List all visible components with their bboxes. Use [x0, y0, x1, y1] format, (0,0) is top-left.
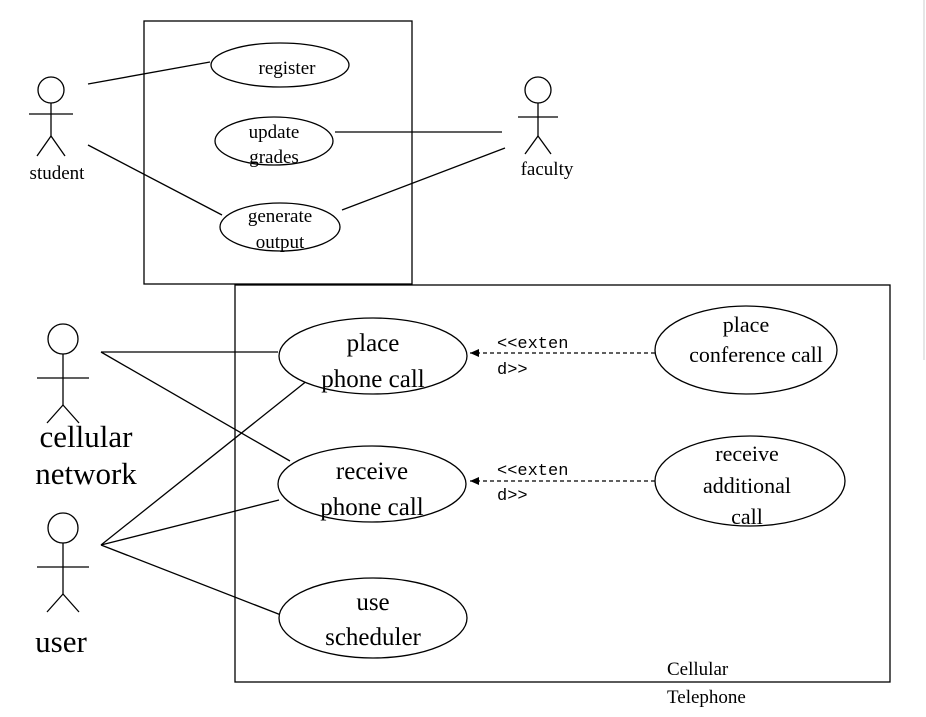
- receive-phone-call-line1: receive: [336, 458, 408, 485]
- register-label: register: [259, 58, 317, 79]
- assoc-user-scheduler: [100, 544, 282, 616]
- place-phone-call-line2: phone call: [321, 366, 424, 393]
- extend-conference-line2: d>>: [497, 361, 528, 380]
- extend-additional-line1: <<exten: [497, 462, 568, 481]
- use-case-use-scheduler: use scheduler: [278, 577, 468, 659]
- receive-additional-call-line2: additional: [703, 473, 791, 498]
- generate-output-line1: generate: [248, 206, 312, 227]
- update-grades-line2: grades: [249, 147, 299, 168]
- student-label: student: [30, 163, 86, 184]
- use-scheduler-line1: use: [356, 589, 389, 616]
- use-case-register: register: [210, 42, 350, 88]
- place-phone-call-line1: place: [347, 330, 400, 357]
- use-case-generate-output: generate output: [219, 202, 341, 253]
- cellular-telephone-boundary: [234, 284, 891, 683]
- boundary-label-line1: Cellular: [667, 659, 729, 680]
- generate-output-line2: output: [256, 232, 305, 253]
- cellular-network-label-line2: network: [35, 456, 137, 491]
- update-grades-line1: update: [249, 122, 300, 143]
- use-case-place-conference-call: place conference call: [654, 305, 838, 395]
- assoc-student-register: [87, 61, 211, 85]
- cellular-network-actor: [37, 323, 89, 424]
- cellular-network-label-line1: cellular: [40, 419, 134, 454]
- assoc-user-receive: [100, 499, 280, 546]
- grading-system-boundary: [143, 20, 413, 285]
- student-actor: [29, 76, 73, 157]
- faculty-actor: [518, 76, 558, 155]
- receive-phone-call-line2: phone call: [320, 494, 423, 521]
- place-conference-call-line2: conference call: [689, 342, 823, 367]
- use-case-receive-additional-call: receive additional call: [654, 435, 846, 529]
- assoc-student-generate: [87, 144, 223, 216]
- use-scheduler-line2: scheduler: [325, 624, 421, 651]
- assoc-faculty-generate: [341, 147, 506, 211]
- user-label: user: [35, 624, 87, 659]
- extend-additional-line2: d>>: [497, 487, 528, 506]
- use-case-receive-phone-call: receive phone call: [277, 445, 467, 523]
- faculty-label: faculty: [521, 159, 574, 180]
- use-case-update-grades: update grades: [214, 116, 334, 168]
- use-case-place-phone-call: place phone call: [278, 317, 468, 395]
- receive-additional-call-line3: call: [731, 504, 763, 529]
- extend-conference-line1: <<exten: [497, 335, 568, 354]
- boundary-label-line2: Telephone: [667, 687, 746, 708]
- assoc-user-place: [100, 379, 309, 546]
- user-actor: [37, 512, 89, 613]
- place-conference-call-line1: place: [723, 312, 769, 337]
- receive-additional-call-line1: receive: [715, 441, 779, 466]
- assoc-network-receive: [100, 351, 291, 462]
